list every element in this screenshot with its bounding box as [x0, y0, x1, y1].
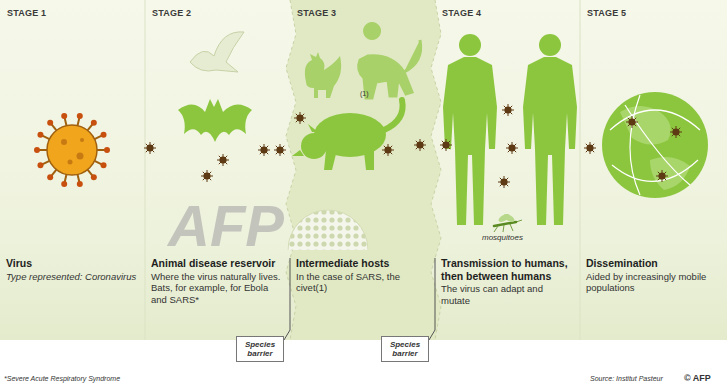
stage-text: Transmission to humans, then between hum… [441, 257, 574, 306]
band-ground [0, 0, 727, 340]
virus-spike [39, 149, 47, 151]
stage-divider [145, 0, 146, 340]
bracket-line [284, 258, 290, 340]
stage-title: Animal disease reservoir [151, 257, 284, 270]
virus-spike [65, 118, 67, 126]
dove-figure [190, 32, 244, 72]
stage-divider [286, 0, 296, 340]
stage-text: DisseminationAided by increasingly mobil… [586, 257, 721, 294]
virus-spike [77, 181, 83, 187]
virus-spike [51, 124, 56, 130]
stage-text: Animal disease reservoirWhere the virus … [151, 257, 284, 305]
stage-description: Aided by increasingly mobile populations [586, 271, 721, 294]
stage-heading: STAGE 5 [587, 8, 626, 18]
virus-spike [51, 170, 56, 176]
monkey-figure [359, 22, 421, 98]
dove [190, 32, 244, 72]
stage-band: STAGE 2 Animal disease reservoirWhere the… [145, 0, 290, 340]
virus-spike [65, 174, 67, 182]
bat [178, 99, 252, 142]
mosquito-figure [494, 212, 522, 232]
human-figures [443, 34, 577, 225]
stage-description: Where the virus naturally lives. Bats, f… [151, 271, 284, 306]
virus-spike [88, 124, 93, 130]
virus-spike [95, 161, 102, 164]
stage-band: STAGE 4 Transmission to humans, then betw… [435, 0, 580, 340]
virus-spike [78, 174, 80, 182]
virus-spike [91, 174, 97, 180]
chicken-figure [305, 52, 341, 98]
stage-text: VirusType represented: Coronavirus [6, 257, 139, 282]
stage-divider [580, 0, 581, 340]
stage-description: The virus can adapt and mutate [441, 283, 574, 306]
virus-spike [97, 149, 105, 151]
human-head [459, 34, 481, 56]
barrier-label: Species barrier [387, 340, 423, 358]
stage-heading: STAGE 3 [297, 8, 336, 18]
virus-spike [78, 118, 80, 126]
human [523, 57, 577, 225]
barrier-brackets [284, 258, 435, 340]
barrier-label: Species barrier [242, 340, 278, 358]
callout-number: (1) [360, 90, 369, 97]
species-barrier-box: Species barrier [381, 336, 429, 362]
stage3-band [286, 0, 441, 340]
stage-band: STAGE 5 DisseminationAided by increasingl… [580, 0, 727, 340]
virus-spike [91, 120, 97, 126]
virus-spike [104, 147, 110, 153]
virus-spike [101, 132, 107, 138]
stage-description: Type represented: Coronavirus [6, 271, 139, 283]
bat-figure [178, 99, 252, 142]
stage-heading: STAGE 2 [152, 8, 191, 18]
figure-label: mosquitoes [482, 233, 523, 242]
virus-spike [42, 161, 49, 164]
bracket-line [429, 258, 435, 340]
virus-spike [61, 181, 67, 187]
stage-divider [431, 0, 441, 340]
virus-spike [95, 136, 102, 139]
stage-title: Dissemination [586, 257, 721, 270]
coronavirus-figure [34, 113, 110, 187]
chicken [305, 52, 341, 98]
stage-heading: STAGE 4 [442, 8, 481, 18]
virus-spike [37, 132, 43, 138]
stage-band: STAGE 3 Intermediate hostsIn the case of … [290, 0, 435, 340]
virus-spike [77, 113, 83, 119]
background-bands [0, 0, 727, 340]
source-note: Source: Institut Pasteur [590, 375, 663, 382]
virus-spike [88, 170, 93, 176]
stage-title: Virus [6, 257, 139, 270]
virus-spike [34, 147, 40, 153]
virus-spike [42, 136, 49, 139]
dotted-dome [288, 210, 368, 250]
virus-spike [37, 162, 43, 168]
stage-description: In the case of SARS, the civet(1) [296, 271, 429, 294]
stage-text: Intermediate hostsIn the case of SARS, t… [296, 257, 429, 294]
virus-particles [144, 104, 682, 188]
copyright: © AFP [684, 373, 711, 383]
species-barrier-box: Species barrier [236, 336, 284, 362]
human [443, 57, 497, 225]
globe-figure [602, 92, 708, 198]
watermark: AFP [168, 192, 284, 259]
stage-title: Intermediate hosts [296, 257, 429, 270]
stage-heading: STAGE 1 [7, 8, 46, 18]
virus-spike [101, 162, 107, 168]
virus-spike [47, 174, 53, 180]
virus-spike [61, 113, 67, 119]
civet-figure [292, 100, 403, 170]
virus-spike [47, 120, 53, 126]
stage-title: Transmission to humans, then between hum… [441, 257, 574, 282]
globe [602, 92, 708, 198]
virus-body [47, 125, 97, 175]
monkey [359, 40, 421, 98]
stage-band: STAGE 1 VirusType represented: Coronaviru… [0, 0, 145, 340]
human-head [539, 34, 561, 56]
footnote: *Severe Acute Respiratory Syndrome [4, 375, 120, 382]
